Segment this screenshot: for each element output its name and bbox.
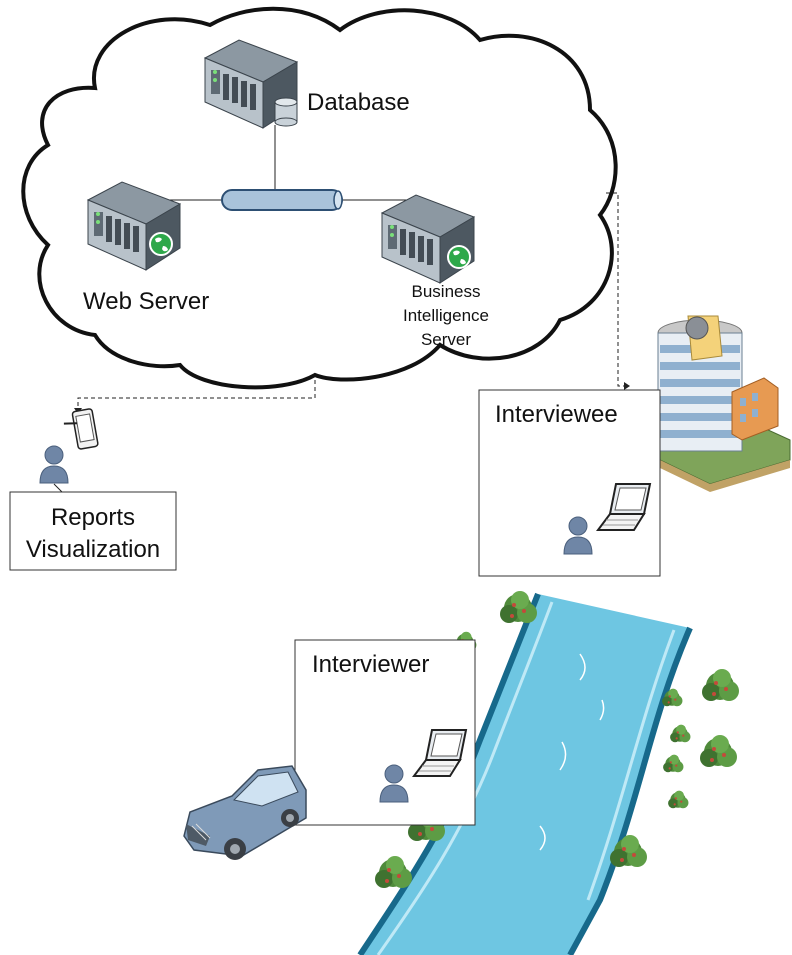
svg-text:Intelligence: Intelligence [403,306,489,325]
svg-text:Reports: Reports [51,504,135,531]
svg-text:Business: Business [412,282,481,301]
reports-box: Reports Visualization [9,491,177,571]
network-bus-icon [221,189,343,211]
web-server-label: Web Server [83,288,209,315]
database-label: Database [307,89,410,116]
bi-server-label: Business Intelligence Server [403,282,489,349]
office-building-icon [657,315,791,492]
interviewer-label: Interviewer [312,651,429,678]
tree-icon [668,790,689,809]
tree-icon [670,724,691,743]
tree-icon [700,735,737,767]
svg-text:Visualization: Visualization [26,536,160,563]
car-icon [183,765,307,860]
tablet-icon [63,408,99,450]
svg-text:Server: Server [421,330,471,349]
dashed-link-interviewee [606,192,630,390]
tree-icon [663,754,684,773]
user-icon [39,445,69,484]
interviewee-label: Interviewee [495,401,618,428]
river-icon [357,592,693,955]
tree-icon [702,669,739,701]
tree-icon [375,856,412,888]
tree-icon [500,591,537,623]
database-server-icon [204,39,298,129]
